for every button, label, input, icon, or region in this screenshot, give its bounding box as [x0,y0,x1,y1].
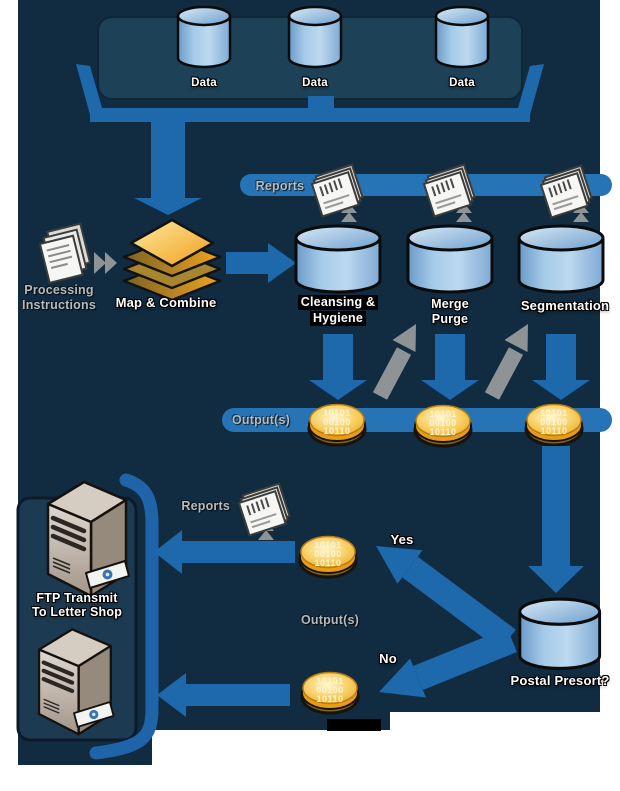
ftp-label-line2: To Letter Shop [31,605,123,619]
no-arrow [379,627,517,698]
map-combine-icon [122,218,222,302]
loop-swoosh [89,473,159,760]
no-label: No [379,651,397,666]
stage-cylinder-segmentation [517,224,605,294]
processing-instructions-line1: Processing [24,283,94,297]
svg-text:00100: 00100 [316,685,344,695]
flow-arrow-down-to-map [134,118,202,215]
stage-label-segmentation: Segmentation [520,298,610,313]
stage-label-cleansing: Cleansing & Hygiene [287,295,389,326]
svg-text:00100: 00100 [314,549,342,559]
output-bar-label: Output(s) [231,413,291,427]
ftp-label-line1: FTP Transmit [36,591,118,605]
svg-text:10110: 10110 [429,427,456,437]
stage-label-merge: Merge Purge [400,297,500,327]
data-label-1: Data [191,77,217,89]
stage-cylinder-cleansing [294,224,382,294]
stage-output-arrow-1 [309,334,367,400]
yes-label: Yes [390,532,414,547]
stage-cylinder-merge [406,224,494,294]
stage-label-merge-line2: Purge [431,312,469,326]
gather-bracket [76,64,544,122]
data-label-2: Data [302,77,328,89]
output-coin-1: 10101 00100 10110 [307,403,367,447]
output-coin-2: 10101 00100 10110 [413,404,473,448]
svg-text:00100: 00100 [323,417,351,427]
flow-arrow-yes-to-server [154,530,295,574]
map-combine-label: Map & Combine [115,295,217,310]
branch-reports-label: Reports [181,499,230,513]
processing-instructions-line2: Instructions [22,298,96,312]
flow-arrow-map-to-cleansing [226,243,296,283]
yes-arrow [376,546,516,651]
svg-text:10101: 10101 [316,676,344,686]
presort-cylinder [518,597,602,670]
branch-output-label: Output(s) [300,613,360,627]
data-cylinder-2 [287,5,343,69]
svg-text:10101: 10101 [323,408,351,418]
svg-text:10110: 10110 [540,426,567,436]
stage-label-cleansing-line1: Cleansing & [297,295,379,310]
svg-text:10110: 10110 [323,426,350,436]
svg-text:10101: 10101 [429,409,457,419]
presort-label: Postal Presort? [510,673,610,688]
server-icon-1 [48,482,129,596]
svg-text:10110: 10110 [316,694,343,704]
data-label-3: Data [449,77,475,89]
stage-label-cleansing-line2: Hygiene [309,311,367,326]
no-output-coin: 10101 00100 10110 [300,671,360,715]
svg-text:10110: 10110 [314,558,341,568]
svg-text:10101: 10101 [314,540,342,550]
coin-shadow-band [327,719,381,731]
flow-arrow-to-presort [528,446,584,593]
rework-arrow-2 [484,324,528,400]
server-icon-2 [39,629,114,734]
stage-label-merge-line1: Merge [431,297,469,311]
yes-output-coin: 10101 00100 10110 [298,535,358,579]
rework-arrow-1 [372,324,416,400]
data-cylinder-3 [434,5,490,69]
flow-arrow-no-to-server [157,673,290,717]
ftp-label: FTP Transmit To Letter Shop [16,591,138,619]
stage-output-arrow-3 [532,334,590,400]
stage-output-arrow-2 [421,334,479,400]
processing-instructions-label: Processing Instructions [14,283,104,313]
svg-text:00100: 00100 [429,418,457,428]
svg-text:00100: 00100 [540,417,568,427]
reports-bar-label: Reports [255,179,305,193]
output-coin-3: 10101 00100 10110 [524,403,584,447]
svg-text:10101: 10101 [540,408,568,418]
data-cylinder-1 [176,5,232,69]
